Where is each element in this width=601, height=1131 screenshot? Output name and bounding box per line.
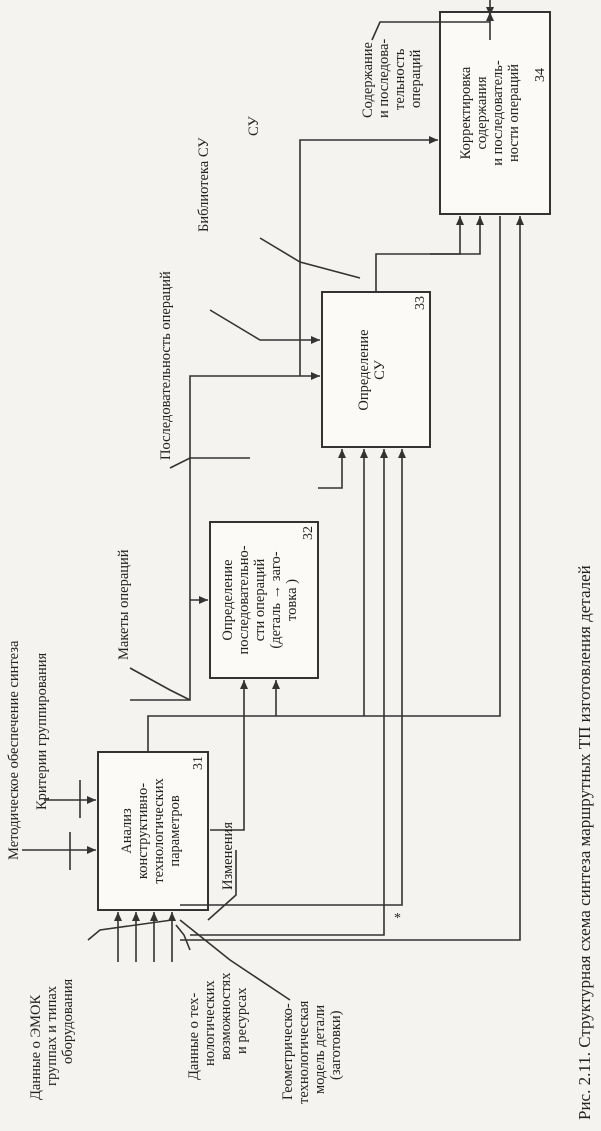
label-library: Библиотека СУ bbox=[196, 137, 212, 232]
box-32-id: 32 bbox=[301, 526, 316, 540]
flow-33-to-34 bbox=[375, 216, 464, 292]
line-33-up bbox=[299, 136, 438, 376]
input-label-2: Данные о тех- нологических возможностях … bbox=[186, 972, 250, 1080]
input-label-1: Данные о ЭМОК группах и типах оборудован… bbox=[28, 978, 76, 1100]
asterisk-mark: * bbox=[394, 911, 401, 926]
box-34-line-4: ности операций bbox=[506, 64, 522, 162]
label-changes: Изменения bbox=[220, 822, 236, 890]
box-32-line-1: Определение bbox=[220, 559, 236, 640]
leader-input-2 bbox=[175, 924, 191, 951]
box-31-line-2: конструктивно- bbox=[135, 783, 151, 879]
input-2-line-2: нологических bbox=[202, 980, 218, 1066]
output-line-1: Содержание bbox=[360, 42, 376, 118]
box-34-line-1: Корректировка bbox=[458, 66, 474, 159]
box-31-text: Анализ конструктивно- технологических па… bbox=[119, 778, 183, 884]
line-to-33-b bbox=[190, 449, 388, 936]
bus-31-top bbox=[147, 216, 501, 752]
box-31-id: 31 bbox=[191, 756, 206, 770]
line-changes bbox=[207, 850, 237, 921]
input-2-line-1: Данные о тех- bbox=[186, 993, 202, 1080]
input-2-line-3: возможностях bbox=[218, 972, 234, 1060]
label-su: СУ bbox=[246, 116, 262, 136]
flow-31-to-32 bbox=[210, 680, 248, 831]
input-2-line-4: и ресурсах bbox=[234, 987, 250, 1054]
line-32-up bbox=[189, 372, 320, 600]
input-1-line-2: группах и типах bbox=[44, 985, 60, 1086]
output-line-3: тельность bbox=[392, 48, 408, 110]
box-32-line-2: последовательно- bbox=[236, 545, 252, 654]
box-34-id: 34 bbox=[533, 68, 548, 82]
box-34 bbox=[439, 11, 551, 215]
label-output: Содержание и последова- тельность операц… bbox=[360, 39, 424, 118]
box-32 bbox=[209, 521, 319, 679]
box-32-line-5: товка ) bbox=[284, 579, 300, 621]
box-34-text: Корректировка содержания и последователь… bbox=[458, 60, 522, 166]
box-34-line-2: содержания bbox=[474, 76, 490, 149]
box-32-line-4: (деталь → заго- bbox=[268, 551, 284, 648]
label-method: Методическое обеспечение синтеза bbox=[6, 640, 22, 860]
input-label-3: Геометрическо- технологическая модель де… bbox=[280, 1000, 344, 1104]
box-33-text: Определение СУ bbox=[356, 329, 388, 410]
output-line-4: операций bbox=[408, 49, 424, 108]
box-32-line-3: сти операций bbox=[252, 558, 268, 641]
input-1-line-1: Данные о ЭМОК bbox=[28, 995, 44, 1100]
box-31-line-3: технологических bbox=[151, 778, 167, 884]
label-criteria: Критерии группирования bbox=[34, 653, 50, 810]
box-32-text: Определение последовательно- сти операци… bbox=[220, 545, 300, 654]
input-3-line-3: модель детали bbox=[312, 1005, 328, 1094]
input-3-line-2: технологическая bbox=[296, 1000, 312, 1104]
output-leader bbox=[371, 21, 490, 41]
box-34-line-3: и последователь- bbox=[490, 60, 506, 166]
box-31-line-1: Анализ bbox=[119, 808, 135, 854]
line-to-33-c bbox=[180, 449, 406, 906]
line-to-34 bbox=[180, 216, 524, 941]
leader-input-3 bbox=[179, 919, 291, 1001]
box-31 bbox=[97, 751, 209, 911]
box-33-line-1: Определение bbox=[356, 329, 372, 410]
leader-input-1 bbox=[87, 919, 173, 941]
label-sequence: Последовательность операций bbox=[158, 271, 174, 460]
box-31-line-4: параметров bbox=[167, 795, 183, 867]
output-line-2: и последова- bbox=[376, 39, 392, 118]
control-templates-lead bbox=[129, 667, 191, 701]
box-33-line-2: СУ bbox=[372, 359, 388, 379]
input-3-line-4: (заготовки) bbox=[328, 1010, 344, 1080]
label-templates: Макеты операций bbox=[116, 549, 132, 660]
control-su bbox=[259, 237, 361, 279]
input-3-line-1: Геометрическо- bbox=[280, 1003, 296, 1100]
line-sequence bbox=[169, 457, 250, 469]
flow-32-to-33 bbox=[318, 449, 346, 489]
control-templates bbox=[130, 596, 208, 701]
figure-caption: Рис. 2.11. Структурная схема синтеза мар… bbox=[575, 565, 594, 1120]
box-33-id: 33 bbox=[413, 296, 428, 310]
input-1-line-3: оборудования bbox=[60, 978, 76, 1064]
control-library bbox=[209, 309, 320, 344]
line-33-right bbox=[430, 216, 484, 255]
